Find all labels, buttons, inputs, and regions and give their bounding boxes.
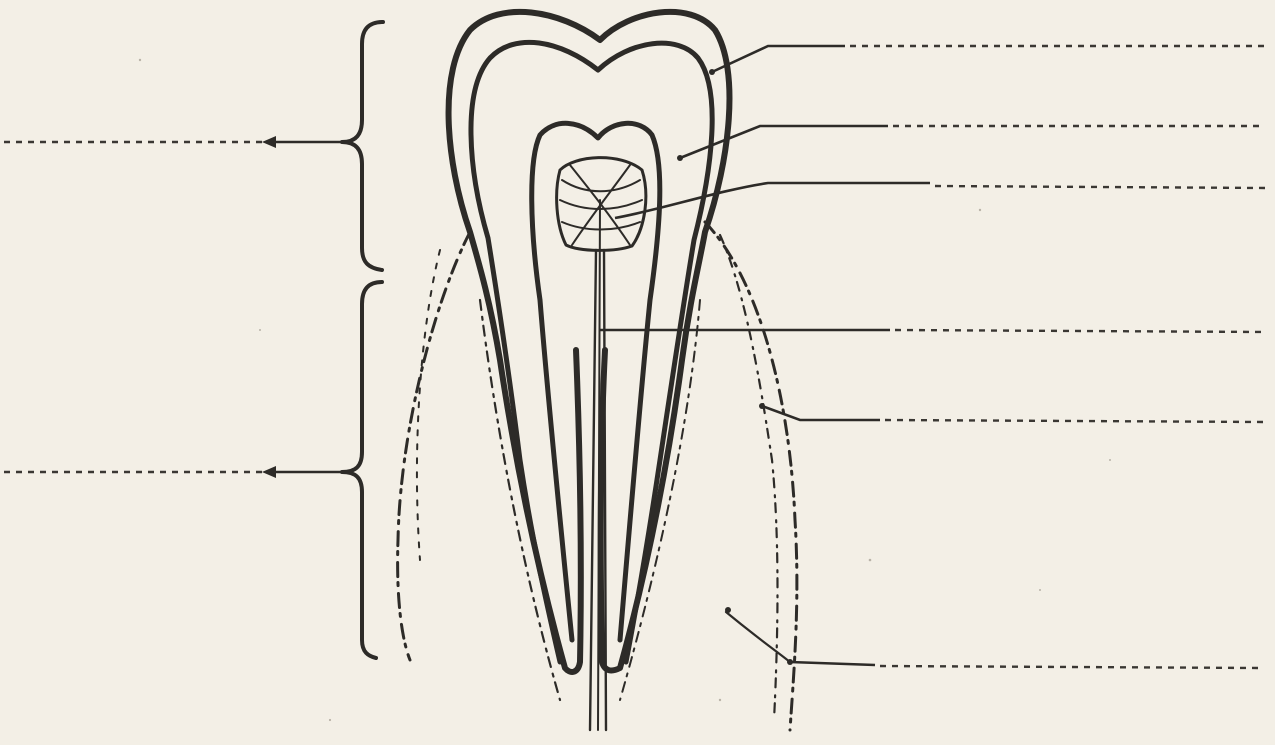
gum-marker-dot <box>725 607 731 613</box>
